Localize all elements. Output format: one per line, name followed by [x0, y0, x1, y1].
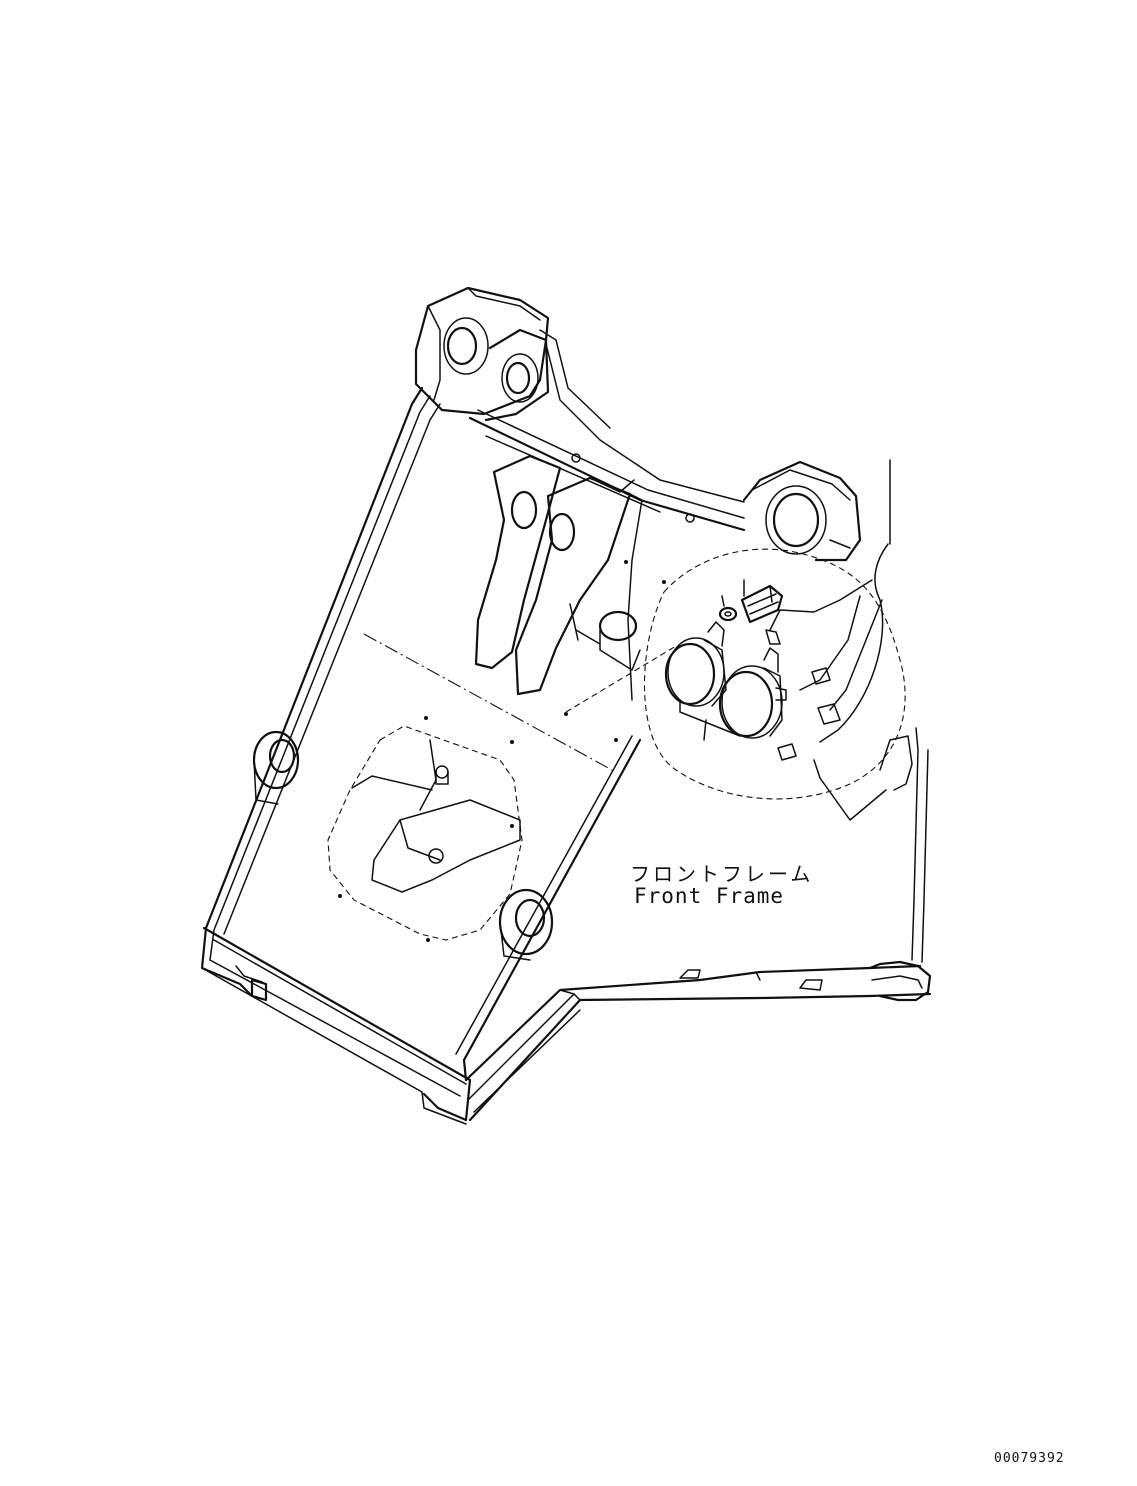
lamp-detail-callout [565, 459, 906, 800]
drawing-number: 00079392 [994, 1451, 1065, 1466]
access-opening [327, 716, 523, 942]
body-panels [363, 560, 666, 771]
part-name-english: Front Frame [634, 884, 785, 908]
side-bosses [252, 730, 554, 961]
arm-brackets [474, 454, 643, 701]
part-name-japanese: フロントフレーム [630, 862, 814, 886]
frame-outline [200, 386, 932, 1125]
top-towers [414, 286, 862, 562]
